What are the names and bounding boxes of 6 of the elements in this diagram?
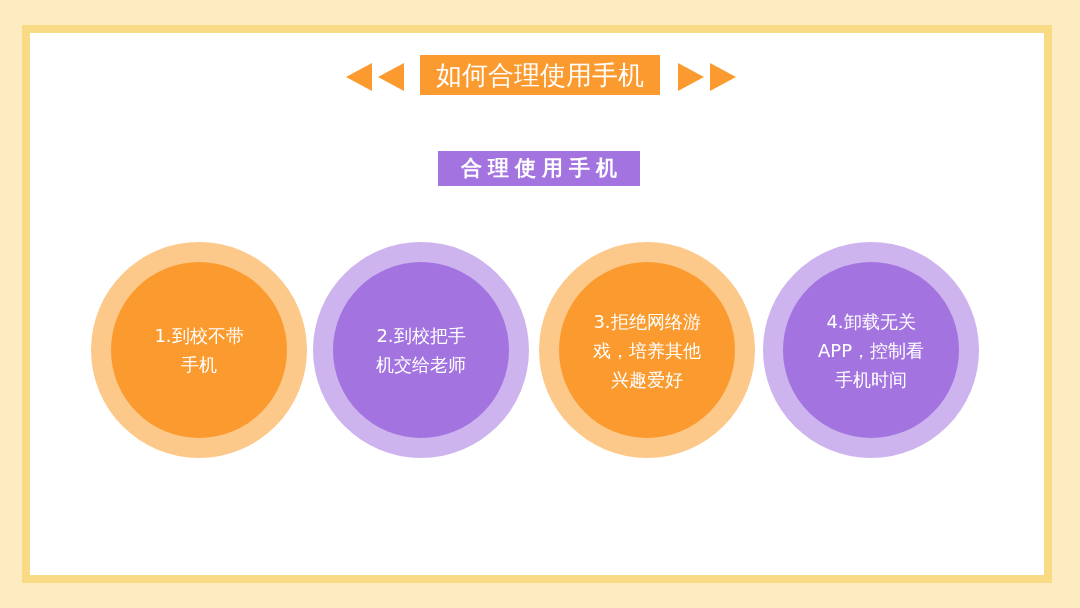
subtitle-banner: 合理使用手机 — [438, 151, 640, 186]
circle-text: 1.到校不带手机 — [153, 324, 245, 377]
circle-text: 4.卸载无关APP，控制看手机时间 — [817, 309, 925, 392]
title-banner: 如何合理使用手机 — [420, 55, 660, 95]
circle-text: 3.拒绝网络游戏，培养其他兴趣爱好 — [592, 309, 702, 392]
circle-text: 2.到校把手机交给老师 — [375, 324, 467, 377]
